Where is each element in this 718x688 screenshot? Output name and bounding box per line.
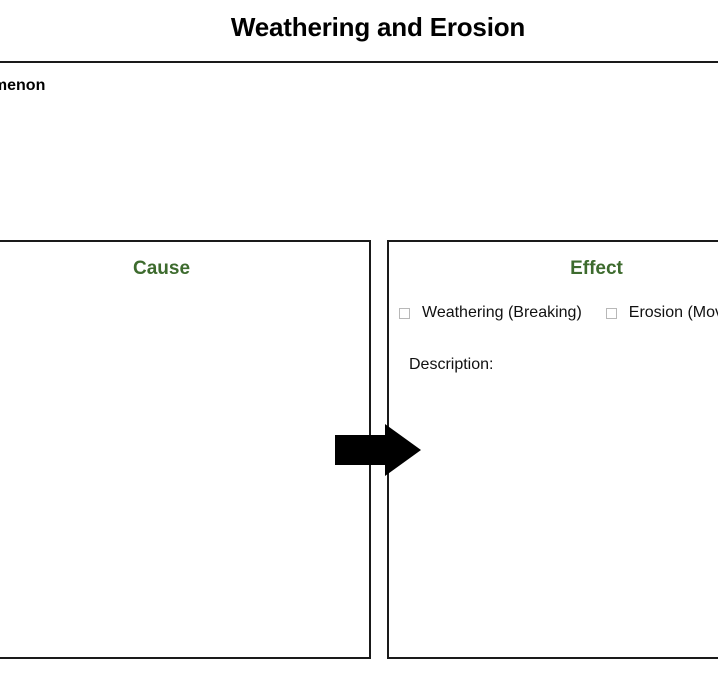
effect-options-row: Weathering (Breaking) Erosion (Moving) [399,304,718,322]
effect-box[interactable]: Effect Weathering (Breaking) Erosion (Mo… [387,240,718,659]
option-erosion[interactable]: Erosion (Moving) [605,304,718,322]
option-erosion-label: Erosion (Moving) [628,304,718,321]
right-arrow-icon [335,424,421,476]
cause-heading: Cause [132,258,191,279]
checkbox-unchecked-icon[interactable] [605,307,617,319]
effect-description-label: Description: [409,356,494,373]
checkbox-unchecked-icon[interactable] [399,307,410,319]
effect-heading: Effect [570,258,623,279]
page-title: Weathering and Erosion [230,12,526,42]
phenomenon-label: Phenomenon [0,77,46,94]
cause-box[interactable]: Cause [0,240,371,659]
right-arrow-shape [335,424,421,476]
option-weathering-label: Weathering (Breaking) [422,304,582,321]
option-weathering[interactable]: Weathering (Breaking) [399,304,582,322]
title-divider [0,61,718,63]
